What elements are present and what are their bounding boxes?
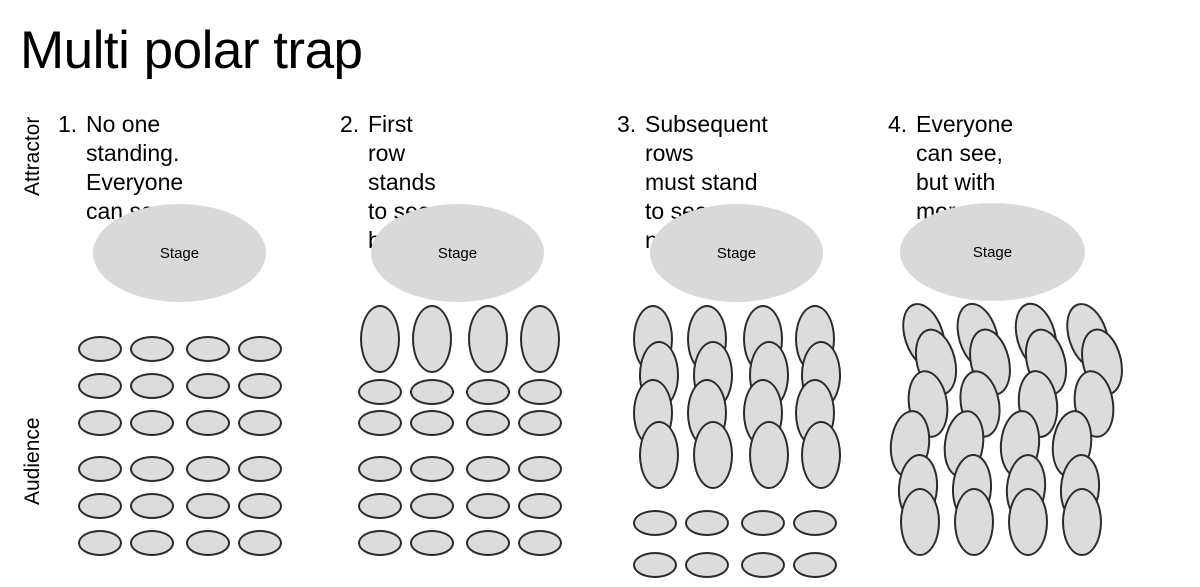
stage-4: Stage (900, 203, 1085, 301)
audience-member-seated (410, 530, 454, 556)
audience-member-seated (186, 336, 230, 362)
axis-label-attractor: Attractor (21, 116, 44, 196)
audience-member-seated (358, 493, 402, 519)
audience-member-seated (358, 410, 402, 436)
audience-member-seated (685, 510, 729, 536)
audience-member-seated (741, 510, 785, 536)
audience-member-standing (954, 488, 994, 556)
stage-3: Stage (650, 204, 823, 302)
page-title: Multi polar trap (20, 21, 363, 80)
audience-member-seated (130, 456, 174, 482)
panel-number-1: 1. (58, 111, 78, 137)
audience-member-seated (78, 410, 122, 436)
audience-member-seated (78, 493, 122, 519)
audience-member-seated (130, 373, 174, 399)
audience-member-standing (639, 421, 679, 489)
audience-member-standing (900, 488, 940, 556)
audience-member-standing (801, 421, 841, 489)
audience-member-seated (518, 410, 562, 436)
audience-member-seated (633, 510, 677, 536)
stage-1: Stage (93, 204, 266, 302)
audience-member-seated (186, 530, 230, 556)
panel-number-2: 2. (340, 111, 360, 137)
stage-label: Stage (159, 244, 200, 262)
stage-label: Stage (972, 243, 1013, 261)
audience-member-seated (518, 379, 562, 405)
audience-member-seated (410, 410, 454, 436)
stage-label: Stage (437, 244, 478, 262)
audience-member-seated (238, 530, 282, 556)
audience-member-seated (238, 373, 282, 399)
audience-member-seated (518, 530, 562, 556)
audience-member-seated (793, 552, 837, 578)
audience-member-seated (78, 530, 122, 556)
audience-member-standing (412, 305, 452, 373)
stage-label: Stage (716, 244, 757, 262)
axis-label-audience: Audience (21, 417, 44, 505)
audience-member-seated (793, 510, 837, 536)
audience-member-seated (741, 552, 785, 578)
audience-member-seated (358, 379, 402, 405)
audience-member-seated (410, 493, 454, 519)
audience-member-standing (1062, 488, 1102, 556)
audience-member-seated (466, 410, 510, 436)
panel-number-4: 4. (888, 111, 908, 137)
audience-member-seated (410, 379, 454, 405)
audience-member-seated (633, 552, 677, 578)
audience-member-seated (238, 493, 282, 519)
audience-member-seated (466, 379, 510, 405)
panel-number-3: 3. (617, 111, 637, 137)
audience-member-seated (186, 410, 230, 436)
audience-member-seated (238, 456, 282, 482)
audience-member-seated (358, 530, 402, 556)
audience-member-seated (186, 456, 230, 482)
audience-member-seated (466, 493, 510, 519)
audience-member-seated (238, 336, 282, 362)
audience-member-standing (520, 305, 560, 373)
audience-member-seated (78, 336, 122, 362)
audience-member-seated (78, 373, 122, 399)
audience-member-standing (468, 305, 508, 373)
audience-member-seated (130, 493, 174, 519)
audience-member-seated (358, 456, 402, 482)
audience-member-seated (238, 410, 282, 436)
audience-member-standing (749, 421, 789, 489)
audience-member-seated (518, 456, 562, 482)
audience-member-standing (693, 421, 733, 489)
audience-member-seated (410, 456, 454, 482)
stage-2: Stage (371, 204, 544, 302)
audience-member-seated (466, 456, 510, 482)
audience-member-standing (1008, 488, 1048, 556)
audience-member-seated (186, 373, 230, 399)
audience-member-standing (360, 305, 400, 373)
audience-member-seated (466, 530, 510, 556)
audience-member-seated (130, 410, 174, 436)
audience-member-seated (130, 336, 174, 362)
audience-member-seated (518, 493, 562, 519)
audience-member-seated (78, 456, 122, 482)
audience-member-seated (685, 552, 729, 578)
audience-member-seated (186, 493, 230, 519)
audience-member-seated (130, 530, 174, 556)
